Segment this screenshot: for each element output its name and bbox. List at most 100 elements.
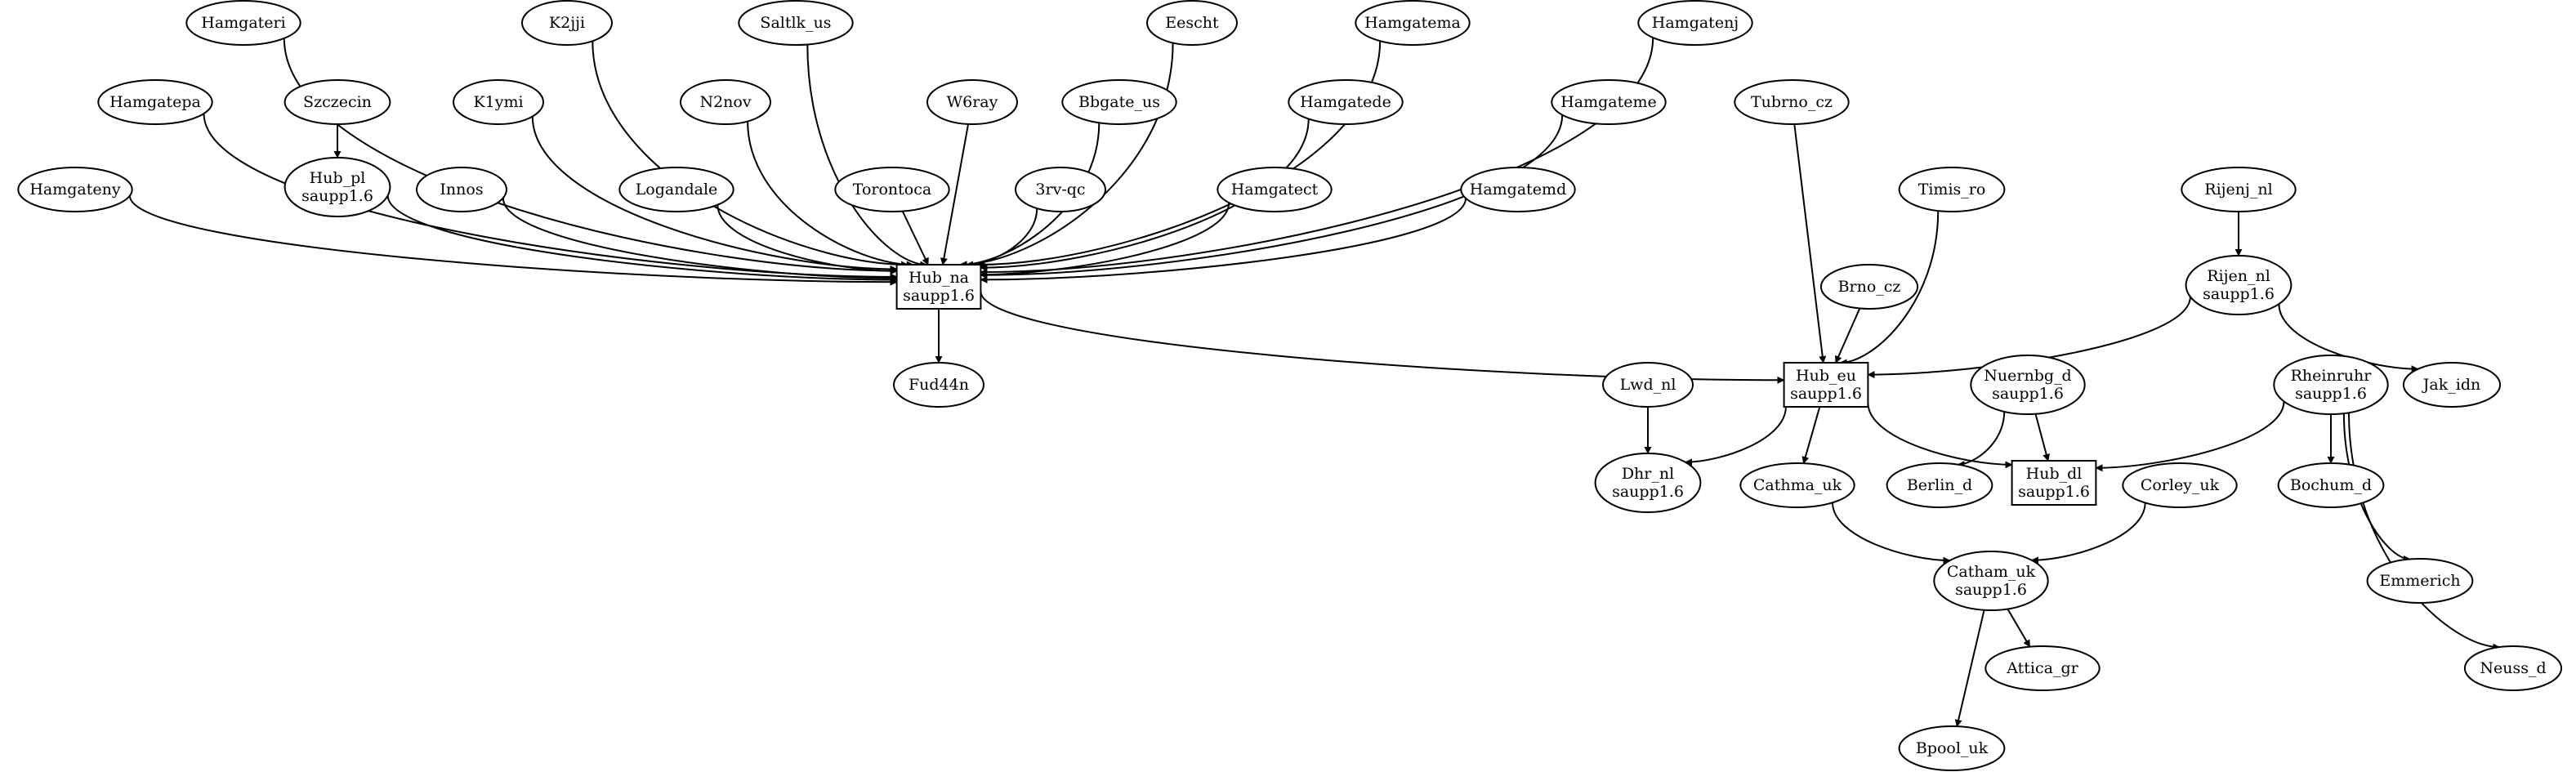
node-ellipse: [893, 362, 984, 408]
node-tubrno_cz: Tubrno_cz: [1734, 79, 1850, 125]
edge-nuernbg_d-to-hub_dl: [2034, 413, 2051, 462]
node-label: Hamgatemd: [1470, 181, 1566, 199]
node-hamgatepa: Hamgatepa: [97, 79, 213, 125]
node-ellipse: [2366, 558, 2474, 604]
node-ellipse: [1288, 79, 1404, 125]
edge-innos-to-hub_na: [502, 198, 898, 282]
node-ellipse: [2277, 462, 2385, 508]
node-ellipse: [2402, 362, 2502, 408]
node-torontoca: Torontoca: [834, 167, 950, 212]
node-bpool_uk: Bpool_uk: [1898, 725, 2006, 771]
node-ellipse: [521, 0, 613, 46]
node-ellipse: [97, 79, 213, 125]
node-berlin_d: Berlin_d: [1886, 462, 1993, 508]
node-label: Hamgatema: [1364, 14, 1461, 32]
node-ellipse: [1886, 462, 1993, 508]
node-ellipse: [1898, 725, 2006, 771]
node-label: Fud44n: [909, 376, 969, 394]
node-ellipse: [2463, 645, 2563, 691]
node-ellipse: [1061, 79, 1177, 125]
node-emmerich: Emmerich: [2366, 558, 2474, 604]
node-lwd_nl: Lwd_nl: [1602, 362, 1694, 408]
edge-hamgatect-to-hub_na: [980, 203, 1230, 279]
node-label: Timis_ro: [1918, 181, 1986, 199]
node-label: Hub_pl: [310, 169, 366, 187]
node-neuss_d: Neuss_d: [2463, 645, 2563, 691]
node-corley_uk: Corley_uk: [2122, 462, 2238, 508]
node-label: saupp1.6: [1612, 483, 1684, 501]
node-label: Hamgateny: [29, 181, 121, 199]
node-label: Bochum_d: [2290, 476, 2372, 494]
node-label: Brno_cz: [1838, 278, 1901, 296]
edge-hub_eu-to-hub_dl: [1867, 403, 2013, 469]
node-label: Rijenj_nl: [2204, 181, 2272, 199]
node-label: N2nov: [699, 93, 751, 111]
node-label: Rheinruhr: [2291, 367, 2373, 385]
node-hamgatede: Hamgatede: [1288, 79, 1404, 125]
edge-timis_ro-to-hub_eu: [1839, 211, 1940, 367]
node-label: Innos: [440, 181, 483, 199]
node-label: Bbgate_us: [1078, 93, 1160, 111]
node-label: Attica_gr: [2006, 659, 2078, 677]
edge-corley_uk-to-catham_uk: [2030, 502, 2146, 564]
node-box: [2011, 460, 2097, 506]
edge-saltlk_us-to-hub_na: [806, 44, 928, 269]
node-label: 3rv-qc: [1035, 181, 1085, 199]
node-ellipse: [1551, 79, 1667, 125]
node-label: Corley_uk: [2141, 476, 2220, 494]
node-ellipse: [680, 79, 771, 125]
edge-rijen_nl-to-jak_idn: [2278, 304, 2419, 373]
edge-rheinruhr-to-neuss_d: [2348, 413, 2501, 651]
node-label: saupp1.6: [1955, 581, 2027, 599]
node-ellipse: [283, 157, 391, 217]
edge-catham_uk-to-attica_gr: [2007, 608, 2031, 648]
node-logandale: Logandale: [618, 167, 734, 212]
edge-cathma_uk-to-catham_uk: [1832, 502, 1951, 564]
node-label: Cathma_uk: [1753, 476, 1842, 494]
node-k2jji: K2jji: [521, 0, 613, 46]
node-label: Tubrno_cz: [1751, 93, 1833, 111]
node-label: Hub_na: [909, 269, 969, 287]
node-label: Dhr_nl: [1622, 465, 1674, 483]
node-label: Hamgatenj: [1652, 14, 1739, 32]
node-ellipse: [1898, 167, 2006, 212]
edge-brno_cz-to-hub_eu: [1834, 308, 1861, 364]
node-label: Catham_uk: [1947, 563, 2036, 581]
edge-nuernbg_d-to-berlin_d: [1957, 411, 2006, 469]
node-label: Saltlk_us: [760, 14, 831, 32]
node-cathma_uk: Cathma_uk: [1739, 462, 1855, 508]
node-box: [895, 264, 982, 310]
node-ellipse: [1217, 167, 1333, 212]
node-ellipse: [1819, 264, 1919, 310]
node-ellipse: [185, 0, 301, 46]
edge-hamgateme-to-hub_na: [980, 114, 1564, 279]
edge-hub_pl-to-hub_na: [386, 195, 898, 283]
node-label: saupp1.6: [2018, 483, 2090, 501]
node-hamgatema: Hamgatema: [1355, 0, 1471, 46]
node-ellipse: [2273, 355, 2389, 415]
edge-rheinruhr-to-hub_dl: [2095, 401, 2285, 472]
node-timis_ro: Timis_ro: [1898, 167, 2006, 212]
node-ellipse: [2185, 255, 2293, 315]
edge-hamgateny-to-hub_na: [128, 195, 898, 286]
edge-n2nov-to-hub_na: [747, 121, 914, 269]
node-ellipse: [738, 0, 854, 46]
edge-hamgatenj-to-hub_na: [980, 38, 1654, 276]
node-ellipse: [926, 79, 1018, 125]
node-ellipse: [1015, 167, 1106, 212]
node-3rv_qc: 3rv-qc: [1015, 167, 1106, 212]
edges-layer: [128, 38, 2501, 727]
node-label: saupp1.6: [1992, 385, 2064, 403]
node-bochum_d: Bochum_d: [2277, 462, 2385, 508]
node-brno_cz: Brno_cz: [1819, 264, 1919, 310]
node-hamgatemd: Hamgatemd: [1460, 167, 1576, 212]
edge-3rv_qc-to-hub_na: [965, 208, 1038, 269]
node-ellipse: [2181, 167, 2297, 212]
node-label: W6ray: [947, 93, 998, 111]
